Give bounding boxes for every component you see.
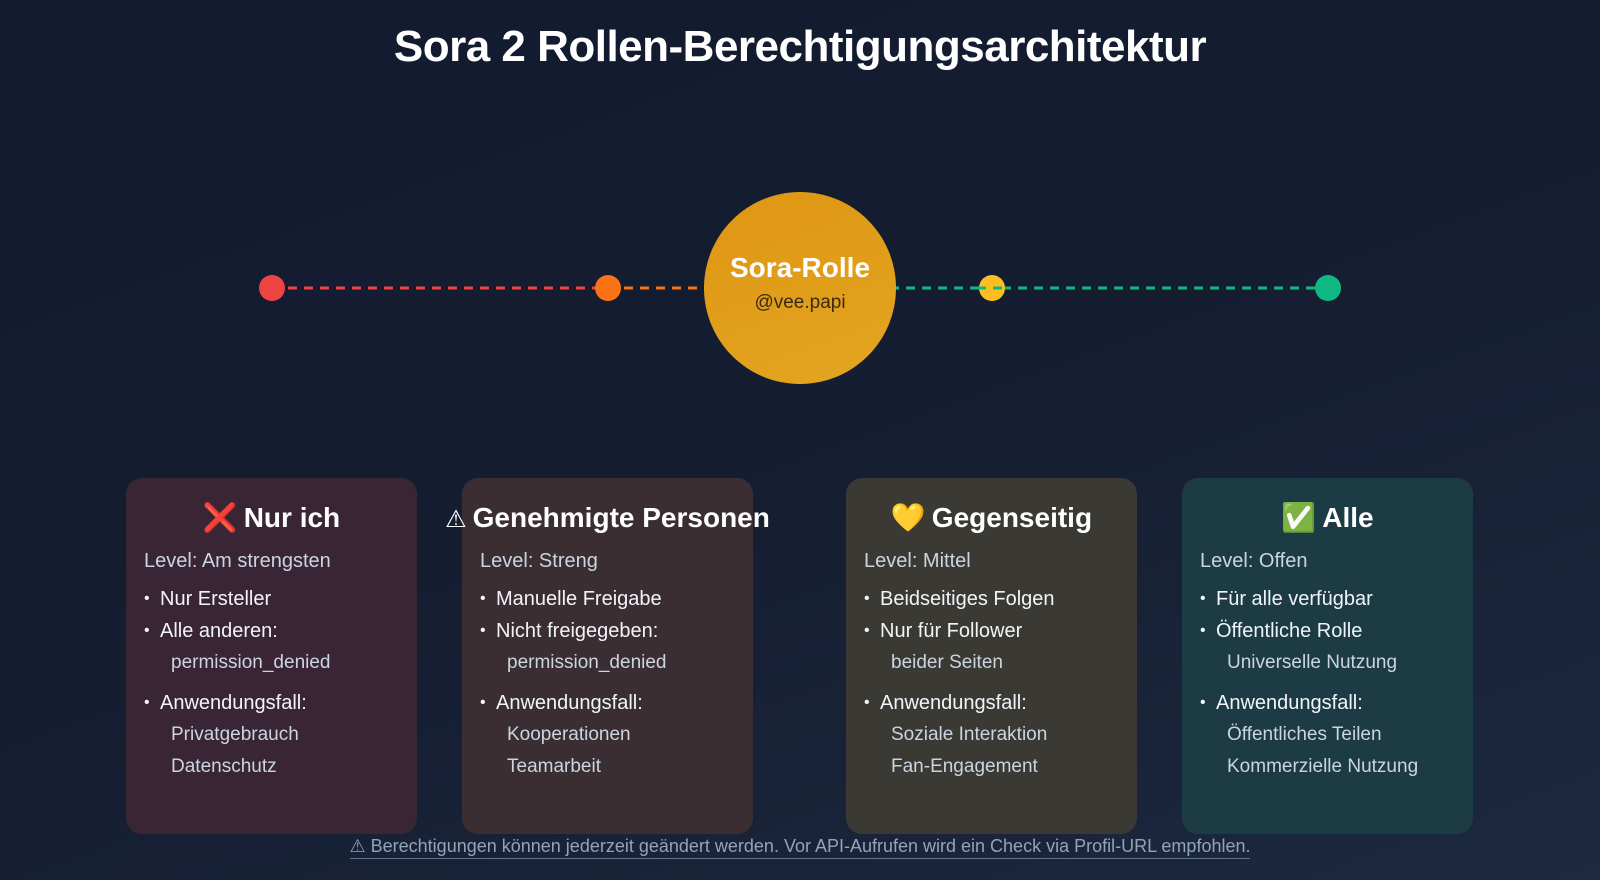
- card-genehmigte-personen: ⚠Genehmigte Personen Level: Streng •Manu…: [445, 478, 770, 834]
- footer-note: ⚠ Berechtigungen können jederzeit geände…: [0, 836, 1600, 859]
- list-item: •Manuelle Freigabe: [480, 588, 662, 610]
- list-sub-item: Teamarbeit: [507, 756, 601, 777]
- red-x-icon: ❌: [202, 502, 238, 533]
- card-level: Level: Mittel: [864, 550, 971, 572]
- card-level: Level: Am strengsten: [144, 550, 331, 572]
- list-item: •Öffentliche Rolle: [1200, 620, 1363, 642]
- card-nur-ich: ❌Nur ich Level: Am strengsten •Nur Erste…: [126, 478, 417, 834]
- card-title: Nur ich: [243, 502, 341, 533]
- list-item: •Beidseitiges Folgen: [864, 588, 1055, 610]
- card-heading: ⚠Genehmigte Personen: [440, 498, 775, 538]
- card-heading: 💛Gegenseitig: [864, 498, 1119, 538]
- card-gegenseitig: 💛Gegenseitig Level: Mittel •Beidseitiges…: [846, 478, 1137, 834]
- node-gegenseitig: [979, 275, 1005, 301]
- page-title: Sora 2 Rollen-Berechtigungsarchitektur: [393, 22, 1207, 71]
- list-sub-item: Datenschutz: [171, 756, 277, 777]
- list-sub-item: Kooperationen: [507, 724, 631, 745]
- card-alle: ✅Alle Level: Offen •Für alle verfügbar •…: [1182, 478, 1473, 834]
- node-alle: [1315, 275, 1341, 301]
- list-item: •Anwendungsfall:: [864, 692, 1027, 714]
- node-nur-ich: [259, 275, 285, 301]
- list-sub-item: permission_denied: [507, 652, 667, 673]
- list-sub-item: Privatgebrauch: [171, 724, 299, 745]
- card-heading: ❌Nur ich: [144, 498, 399, 538]
- list-item: •Anwendungsfall:: [480, 692, 643, 714]
- list-item: •Nur für Follower: [864, 620, 1023, 642]
- footer-text: ⚠ Berechtigungen können jederzeit geände…: [349, 836, 1251, 859]
- yellow-heart-icon: 💛: [890, 502, 926, 533]
- card-heading: ✅Alle: [1200, 498, 1455, 538]
- green-check-icon: ✅: [1281, 502, 1317, 533]
- card-title: Gegenseitig: [931, 502, 1093, 533]
- list-sub-item: Kommerzielle Nutzung: [1227, 756, 1419, 777]
- list-item: •Nur Ersteller: [144, 588, 272, 610]
- card-title: Genehmigte Personen: [472, 502, 770, 533]
- list-sub-item: Soziale Interaktion: [891, 724, 1048, 745]
- list-item: •Nicht freigegeben:: [480, 620, 659, 642]
- list-item: •Anwendungsfall:: [144, 692, 307, 714]
- center-role-handle: @vee.papi: [754, 292, 846, 313]
- node-genehmigte-personen: [595, 275, 621, 301]
- list-item: •Alle anderen:: [144, 620, 278, 642]
- card-level: Level: Offen: [1200, 550, 1308, 572]
- list-sub-item: Fan-Engagement: [891, 756, 1038, 777]
- center-role-title: Sora-Rolle: [729, 252, 871, 283]
- card-level: Level: Streng: [480, 550, 598, 572]
- card-title: Alle: [1322, 502, 1374, 533]
- list-sub-item: Universelle Nutzung: [1227, 652, 1398, 673]
- list-item: •Für alle verfügbar: [1200, 588, 1373, 610]
- list-sub-item: Öffentliches Teilen: [1227, 724, 1382, 745]
- list-sub-item: permission_denied: [171, 652, 331, 673]
- center-role-circle: Sora-Rolle @vee.papi: [704, 192, 896, 384]
- list-item: •Anwendungsfall:: [1200, 692, 1363, 714]
- warning-icon: ⚠: [445, 506, 467, 533]
- list-sub-item: beider Seiten: [891, 652, 1003, 673]
